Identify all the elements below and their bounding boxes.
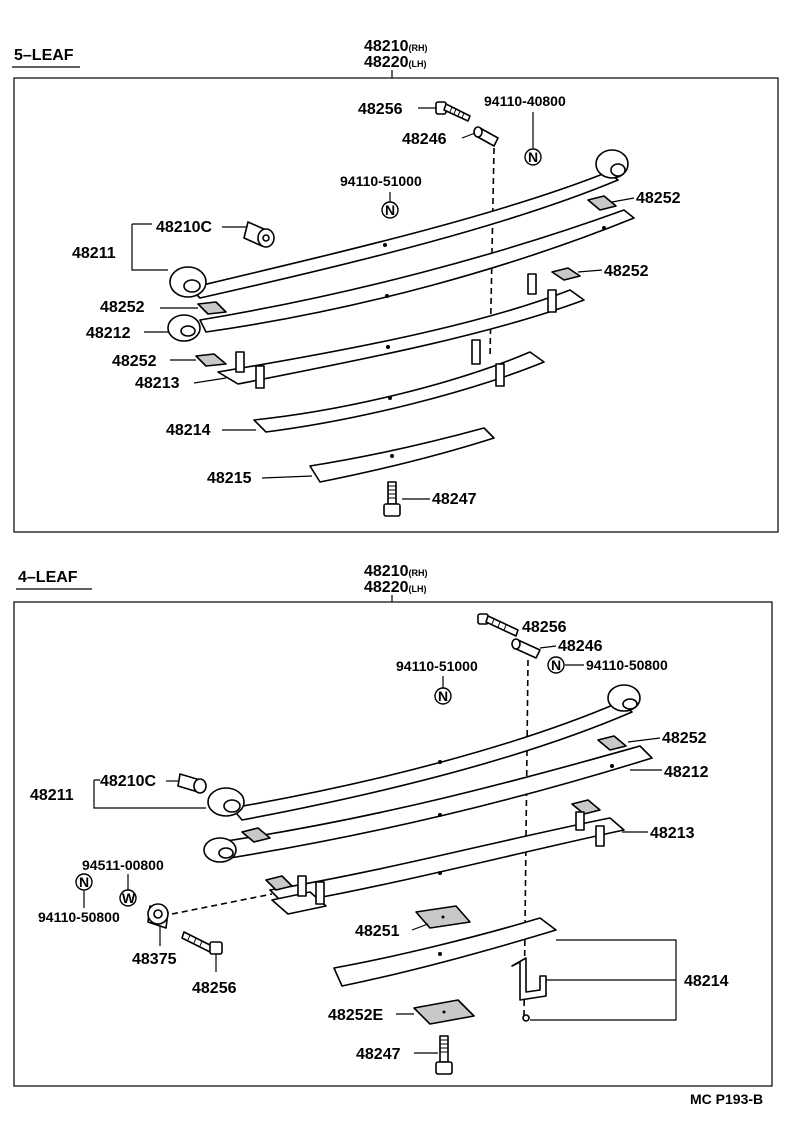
nut-symbol-icon bbox=[75, 873, 93, 891]
nut-symbol-letter: N bbox=[551, 657, 561, 673]
header-part-lh: 48220(LH) bbox=[364, 54, 427, 71]
header-part-lh: 48220(LH) bbox=[364, 579, 427, 596]
section-5-leaf: 5–LEAF 48210(RH) 48220(LH) 48256 48246 9… bbox=[12, 38, 779, 533]
pad-icon bbox=[597, 735, 627, 751]
label-48252-b: 48252 bbox=[100, 299, 145, 316]
label-48256-top: 48256 bbox=[522, 619, 567, 636]
label-48214: 48214 bbox=[684, 973, 729, 990]
label-48210C: 48210C bbox=[156, 219, 212, 236]
label-48251: 48251 bbox=[355, 923, 400, 940]
label-48252-c: 48252 bbox=[604, 263, 649, 280]
label-48211: 48211 bbox=[72, 245, 116, 262]
leaf-48212 bbox=[203, 745, 653, 863]
header-part-rh: 48210(RH) bbox=[364, 563, 428, 580]
nut-symbol-icon bbox=[434, 687, 452, 705]
leaf-48213 bbox=[269, 799, 625, 905]
shackle-bracket bbox=[265, 875, 327, 915]
label-94110-51000: 94110-51000 bbox=[340, 173, 422, 189]
main-leaf-48211 bbox=[169, 149, 629, 299]
section-frame bbox=[13, 77, 779, 533]
pin-icon bbox=[511, 638, 541, 659]
leader-48252 bbox=[627, 737, 661, 743]
leaf-48214 bbox=[253, 339, 545, 433]
nut-symbol-letter: N bbox=[385, 202, 395, 218]
pad-icon bbox=[197, 301, 227, 315]
label-94110-51000: 94110-51000 bbox=[396, 658, 478, 674]
bushing-icon bbox=[177, 773, 207, 794]
label-48252-a: 48252 bbox=[636, 190, 681, 207]
label-48246-top: 48246 bbox=[558, 638, 603, 655]
leaf-48213 bbox=[217, 273, 585, 389]
label-48247: 48247 bbox=[356, 1046, 401, 1063]
leaf-48212 bbox=[167, 209, 635, 342]
label-48210C: 48210C bbox=[100, 773, 156, 790]
pad-icon bbox=[551, 267, 581, 281]
main-leaf-48211 bbox=[207, 684, 641, 821]
pad-icon bbox=[587, 195, 617, 211]
pad-icon bbox=[195, 353, 227, 367]
leader-48252-c bbox=[577, 269, 603, 273]
center-bolt-icon bbox=[435, 1035, 453, 1075]
leader-48213 bbox=[193, 377, 227, 384]
leader-48251 bbox=[411, 923, 429, 931]
leader-48246 bbox=[539, 645, 557, 649]
label-48252-right: 48252 bbox=[662, 730, 707, 747]
nut-symbol-icon bbox=[524, 148, 542, 166]
label-48256-top: 48256 bbox=[358, 101, 403, 118]
shackle-axis-dashed bbox=[171, 893, 273, 915]
leaf-48214 bbox=[333, 917, 557, 987]
nut-symbol-icon bbox=[547, 656, 565, 674]
figure-code: MC P193-B bbox=[690, 1091, 763, 1107]
section-title-4-leaf: 4–LEAF bbox=[18, 569, 78, 586]
label-48212: 48212 bbox=[664, 764, 709, 781]
label-48213: 48213 bbox=[650, 825, 695, 842]
bracket-48211 bbox=[93, 779, 206, 809]
bolt-icon bbox=[181, 931, 223, 955]
nut-symbol-icon bbox=[381, 201, 399, 219]
label-94110-50800: 94110-50800 bbox=[586, 657, 668, 673]
label-48214: 48214 bbox=[166, 422, 211, 439]
label-48215: 48215 bbox=[207, 470, 252, 487]
label-94110-40800: 94110-40800 bbox=[484, 93, 566, 109]
label-48252-d: 48252 bbox=[112, 353, 157, 370]
u-clip-icon bbox=[511, 957, 547, 1022]
washer-symbol-icon bbox=[119, 889, 137, 907]
leader-48215 bbox=[261, 475, 313, 479]
bushing-icon bbox=[243, 221, 275, 248]
header-part-rh: 48210(RH) bbox=[364, 38, 428, 55]
label-48212: 48212 bbox=[86, 325, 131, 342]
section-frame bbox=[13, 601, 773, 1087]
leaf-48215 bbox=[309, 427, 495, 483]
label-48213: 48213 bbox=[135, 375, 180, 392]
label-94511-00800: 94511-00800 bbox=[82, 857, 164, 873]
label-48211: 48211 bbox=[30, 787, 74, 804]
center-bolt-icon bbox=[383, 481, 401, 517]
label-94110-50800-left: 94110-50800 bbox=[38, 909, 120, 925]
bracket-48214 bbox=[530, 939, 677, 1021]
nut-symbol-letter: N bbox=[438, 688, 448, 704]
washer-symbol-letter: W bbox=[122, 890, 136, 906]
nut-symbol-letter: N bbox=[528, 149, 538, 165]
nut-symbol-letter: N bbox=[79, 874, 89, 890]
bolt-icon bbox=[435, 101, 471, 122]
section-title-5-leaf: 5–LEAF bbox=[14, 47, 74, 64]
label-48252E: 48252E bbox=[328, 1007, 383, 1024]
bracket-48211 bbox=[131, 223, 168, 271]
label-48247: 48247 bbox=[432, 491, 477, 508]
bushing-48375-icon bbox=[147, 903, 169, 929]
pin-icon bbox=[473, 126, 499, 147]
label-48375: 48375 bbox=[132, 951, 177, 968]
pad-icon bbox=[241, 827, 271, 843]
leader-48252-a bbox=[611, 197, 635, 203]
section-4-leaf: 4–LEAF 48210(RH) 48220(LH) 48256 48246 9… bbox=[13, 563, 773, 1087]
bolt-icon bbox=[477, 613, 519, 637]
label-48256-bottom: 48256 bbox=[192, 980, 237, 997]
label-48246-top: 48246 bbox=[402, 131, 447, 148]
